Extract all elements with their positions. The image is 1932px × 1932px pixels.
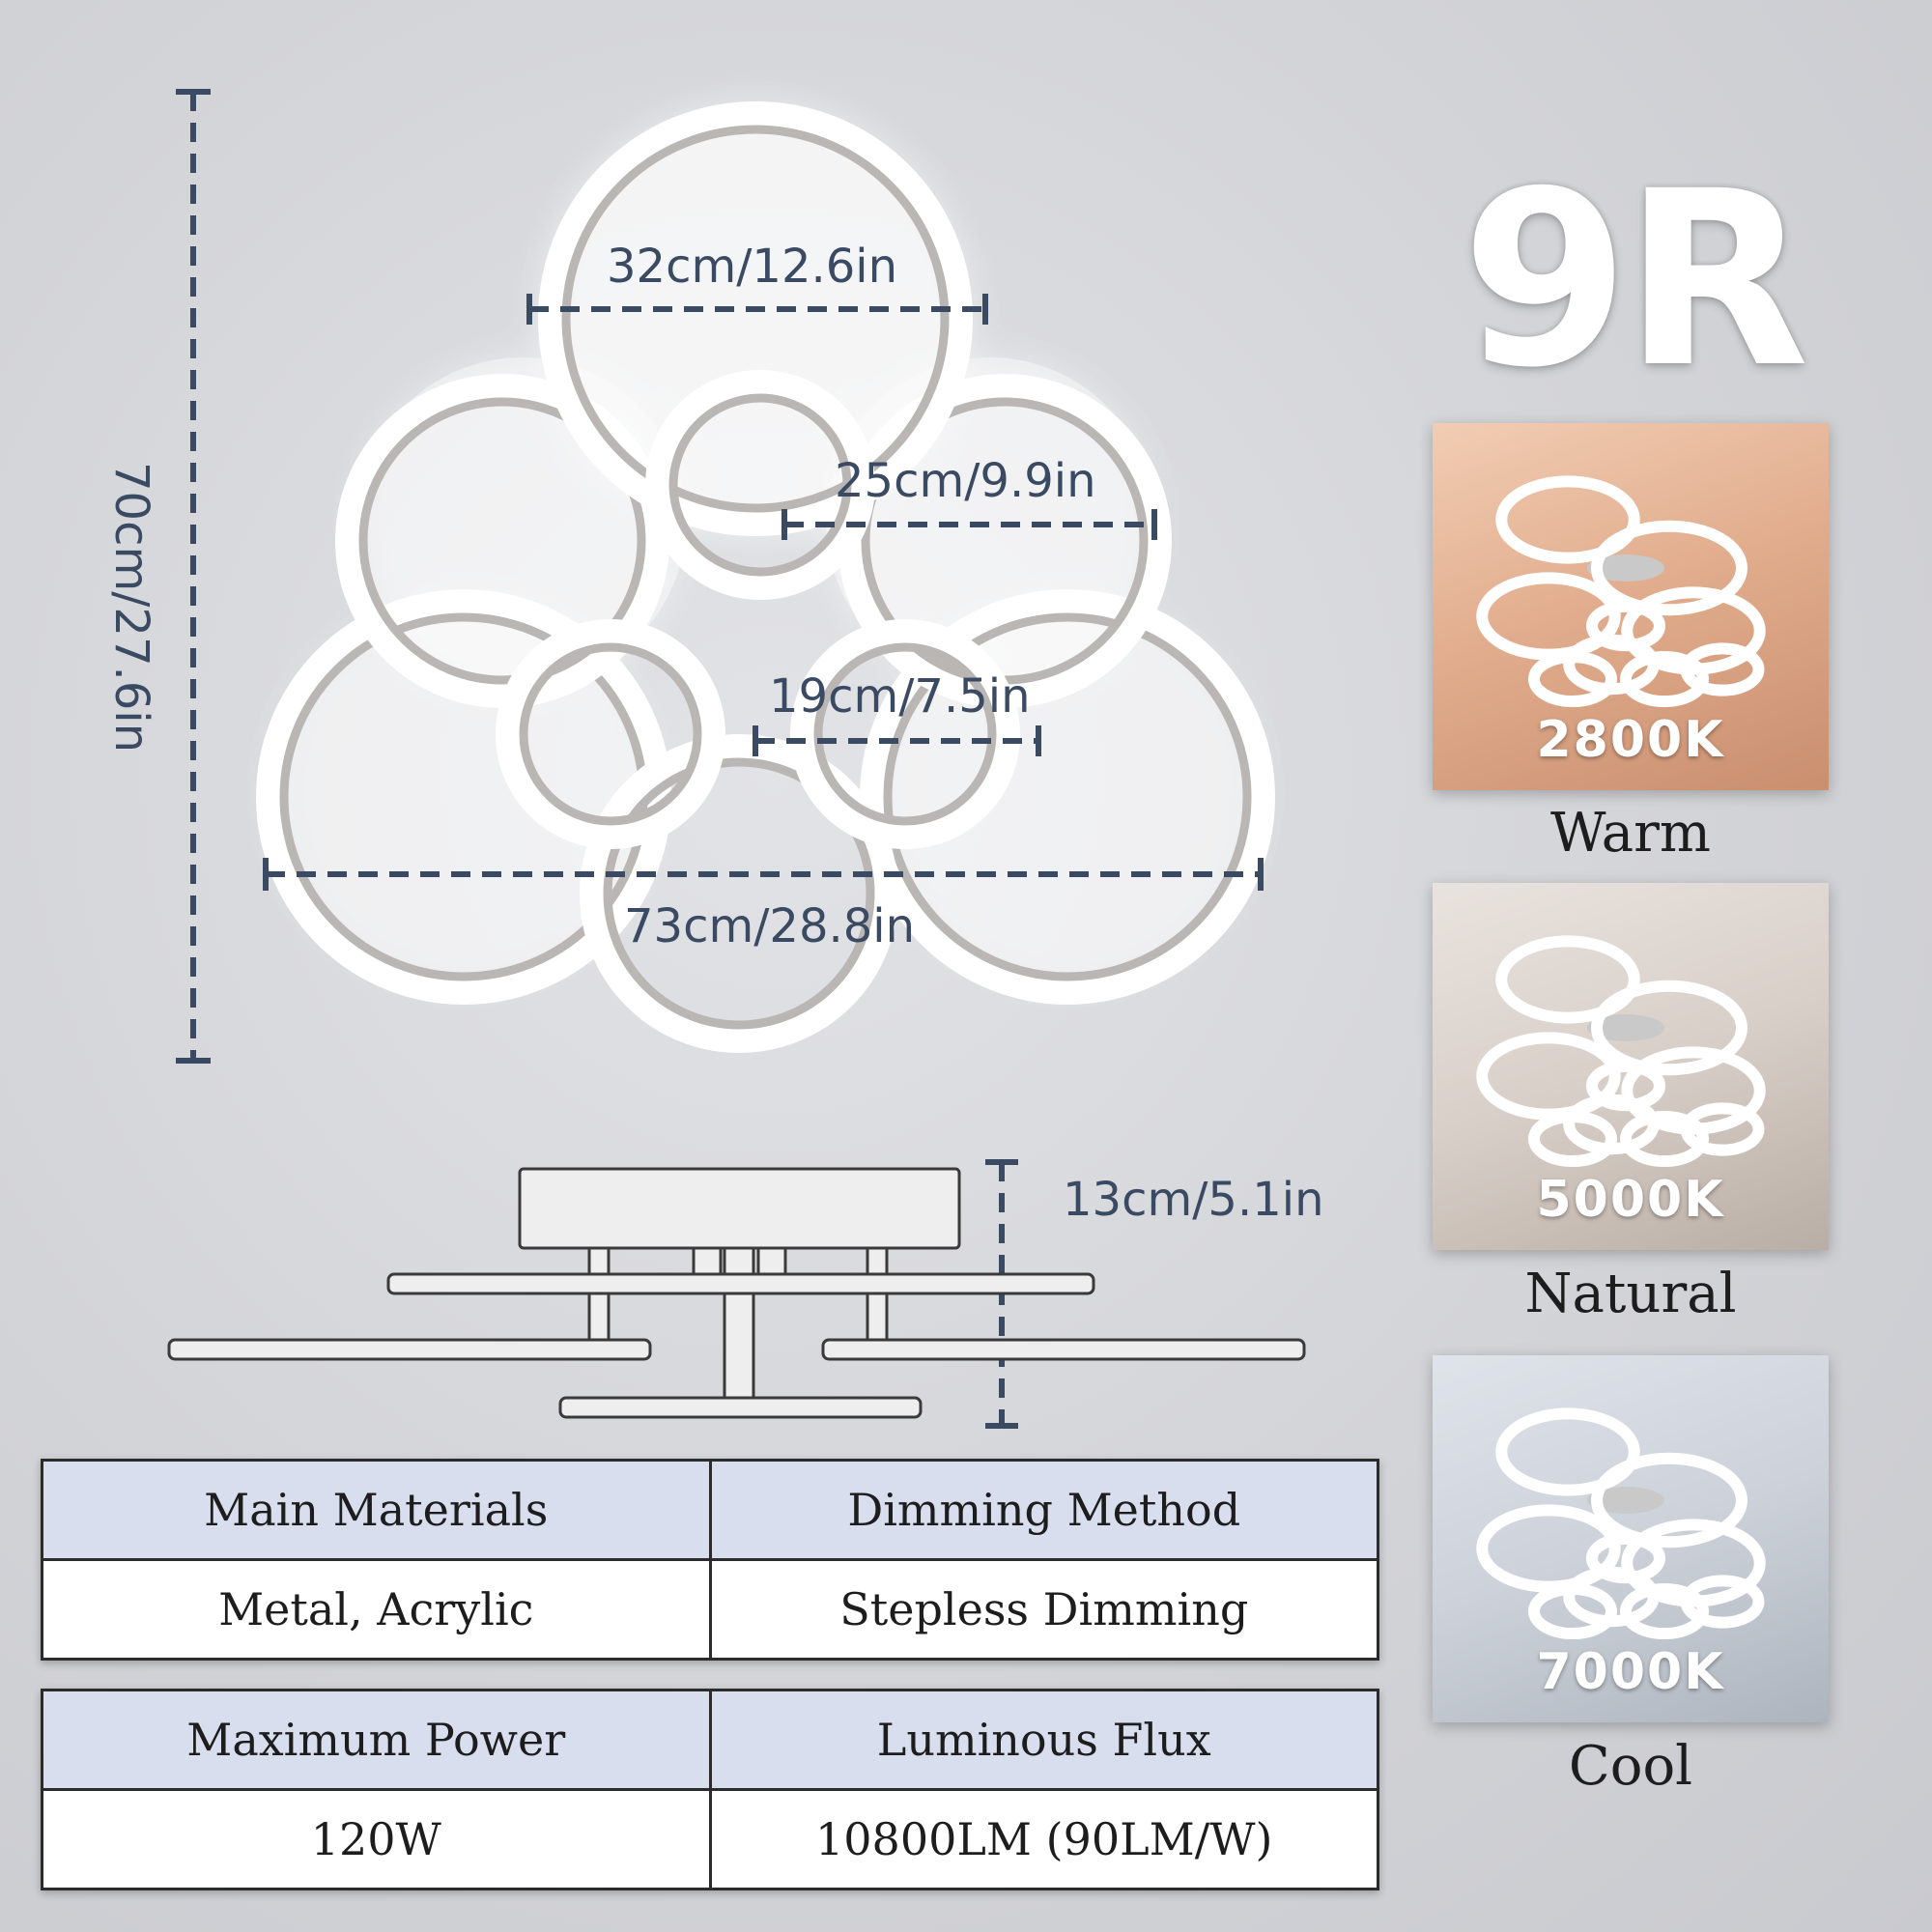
ring-inner-9 <box>668 393 852 577</box>
mini-ring-9 <box>1680 1102 1765 1156</box>
cool-temperature-label: 7000K <box>1536 1643 1725 1701</box>
mini-ring-3 <box>1476 1032 1621 1121</box>
ring-4 <box>335 374 669 708</box>
mini-ring-9 <box>1680 642 1765 696</box>
width-dimension-label: 73cm/28.8in <box>624 899 916 953</box>
main-materials-value: Metal, Acrylic <box>41 1558 712 1661</box>
mini-ring-7 <box>1528 1582 1617 1640</box>
mini-ring-2 <box>1591 520 1747 616</box>
ring-3 <box>580 734 898 1053</box>
top-ring-dimension-label: 32cm/12.6in <box>607 240 898 294</box>
ring-6 <box>538 101 973 536</box>
ring-inner-4 <box>358 397 646 685</box>
luminous-flux-value: 10800LM (90LM/W) <box>708 1788 1379 1890</box>
mini-ring-3 <box>1476 1504 1621 1593</box>
mini-ring-8 <box>1586 1060 1665 1112</box>
warm-temperature-label: 2800K <box>1536 711 1725 769</box>
mini-canopy <box>1587 554 1664 582</box>
ring-8 <box>790 619 1020 849</box>
main-materials-label: Main Materials <box>41 1459 712 1561</box>
mini-ring-6 <box>1620 650 1709 708</box>
ring-inner-7 <box>519 642 702 826</box>
mini-ring-1 <box>1495 1407 1640 1496</box>
mini-ring-8 <box>1586 600 1665 652</box>
mini-ring-7 <box>1528 1110 1617 1168</box>
spec-table-1: Main Materials Dimming Method Metal, Acr… <box>41 1459 1379 1661</box>
mini-ring-2 <box>1591 980 1747 1076</box>
ring-2 <box>860 589 1275 1005</box>
ring-9 <box>645 370 875 600</box>
mini-ring-8 <box>1586 1532 1665 1584</box>
ring-7 <box>496 619 725 849</box>
dimming-method-value: Stepless Dimming <box>708 1558 1379 1661</box>
mid-ring-dimension-label: 25cm/9.9in <box>835 454 1096 508</box>
ring-1 <box>256 589 671 1005</box>
model-title: 9R <box>1461 139 1809 420</box>
mini-ring-3 <box>1476 572 1621 661</box>
cool-caption: Cool <box>1568 1735 1693 1798</box>
natural-temperature-label: 5000K <box>1536 1171 1725 1229</box>
mini-canopy <box>1587 1014 1664 1041</box>
side-profile-drawing <box>167 1167 1306 1419</box>
depth-dimension-label: 13cm/5.1in <box>1063 1173 1324 1227</box>
luminous-flux-label: Luminous Flux <box>708 1689 1379 1791</box>
mini-ring-9 <box>1680 1575 1765 1629</box>
ring-inner-3 <box>603 757 875 1030</box>
mini-ring-7 <box>1528 650 1617 708</box>
mini-ring-2 <box>1591 1452 1747 1548</box>
mini-ring-1 <box>1495 935 1640 1024</box>
cool-photo: 7000K <box>1433 1355 1829 1722</box>
warm-caption: Warm <box>1550 802 1711 865</box>
maximum-power-value: 120W <box>41 1788 712 1890</box>
dimming-method-label: Dimming Method <box>708 1459 1379 1561</box>
warm-photo: 2800K <box>1433 423 1829 790</box>
ring-inner-8 <box>813 642 997 826</box>
ring-inner-2 <box>883 612 1252 981</box>
mini-ring-1 <box>1495 475 1640 564</box>
natural-photo: 5000K <box>1433 883 1829 1250</box>
height-dimension-label: 70cm/27.6in <box>104 462 158 753</box>
natural-caption: Natural <box>1524 1263 1737 1325</box>
mini-canopy <box>1587 1487 1664 1514</box>
ring-inner-6 <box>561 125 950 513</box>
spec-table-2: Maximum Power Luminous Flux 120W 10800LM… <box>41 1689 1379 1890</box>
maximum-power-label: Maximum Power <box>41 1689 712 1791</box>
mini-ring-6 <box>1620 1110 1709 1168</box>
mini-ring-6 <box>1620 1582 1709 1640</box>
small-ring-dimension-label: 19cm/7.5in <box>769 669 1031 724</box>
